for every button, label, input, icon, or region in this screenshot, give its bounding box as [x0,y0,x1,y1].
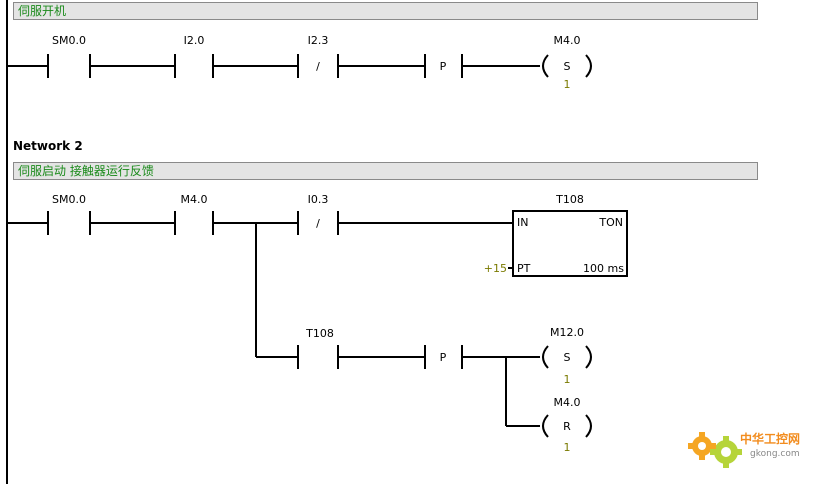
branch-contact[interactable] [297,345,339,369]
branch-coil-1-count: 1 [564,373,571,386]
branch-coil-1[interactable] [542,345,592,369]
network1-contact-3-address: I2.3 [308,34,329,47]
timer-pt-label: PT [517,262,531,275]
watermark-brand: 中华工控网 [740,431,800,446]
network1-coil-address: M4.0 [554,34,581,47]
network2-contact-1[interactable] [47,211,91,235]
network2-title: Network 2 [13,139,83,153]
branch-coil-1-op: S [564,351,571,364]
network2-contact-1-address: SM0.0 [52,193,86,206]
branch-coil-2-address: M4.0 [554,396,581,409]
branch-coil-1-address: M12.0 [550,326,584,339]
timer-pt-value: +15 [484,262,507,275]
timer-address: T108 [555,193,584,206]
network2-contact-2[interactable] [174,211,214,235]
network2-rungs [7,222,540,427]
watermark-url: gkong.com [750,449,800,459]
network1-coil-op: S [564,60,571,73]
branch-coil-2-count: 1 [564,441,571,454]
network1-comment[interactable]: 伺服开机 [13,2,758,20]
network1-coil-count: 1 [564,78,571,91]
network1-nc-symbol: / [316,60,320,73]
branch-coil-2[interactable] [542,414,592,438]
branch-coil-2-op: R [563,420,571,433]
branch-edge-p[interactable] [424,345,463,369]
network2-contact-3-address: I0.3 [308,193,329,206]
network1-edge-symbol: P [440,60,447,73]
branch-edge-symbol: P [440,351,447,364]
timer-in-label: IN [517,216,528,229]
network2-nc-symbol: / [316,217,320,230]
timer-type-label: TON [598,216,623,229]
network1-contact-1[interactable] [47,54,91,78]
network1-coil[interactable] [542,54,592,78]
timer-box[interactable] [512,210,628,277]
branch-contact-address: T108 [305,327,334,340]
watermark-logo-icon [688,432,742,468]
timer-resolution: 100 ms [583,262,624,275]
network2-contact-3[interactable] [297,211,339,235]
network2-contact-2-address: M4.0 [181,193,208,206]
network1-contact-1-address: SM0.0 [52,34,86,47]
network1-contact-2[interactable] [174,54,214,78]
network1-contact-2-address: I2.0 [184,34,205,47]
network1-contact-3[interactable] [297,54,339,78]
network2-comment[interactable]: 伺服启动 接触器运行反馈 [13,162,758,180]
network1-edge-p[interactable] [424,54,463,78]
